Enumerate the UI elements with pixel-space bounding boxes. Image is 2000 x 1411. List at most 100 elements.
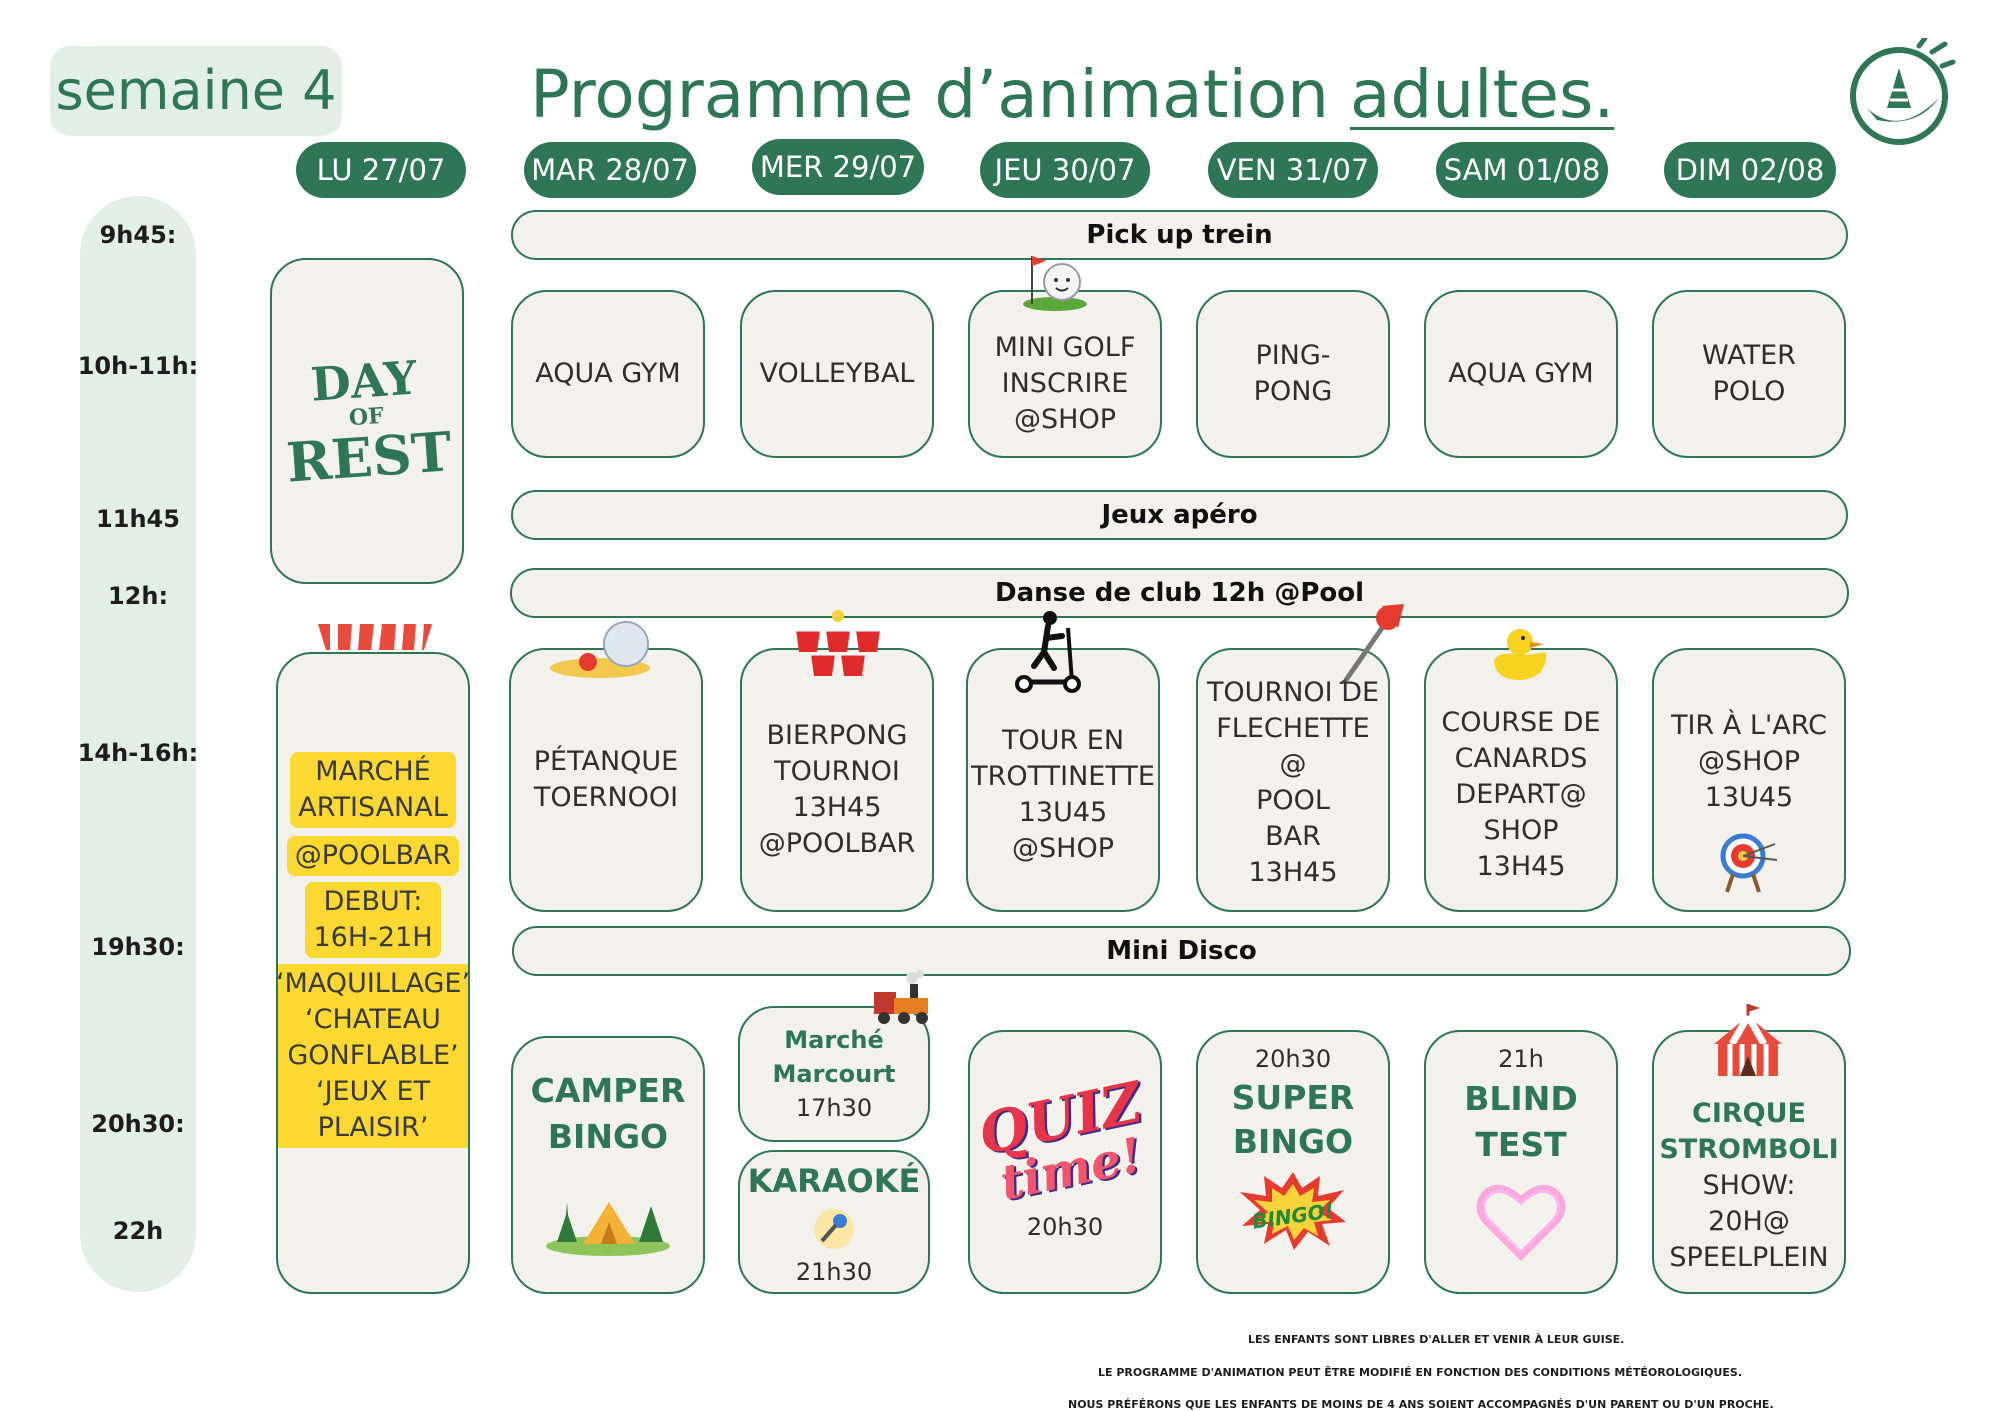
- card-line: 13H45: [1248, 857, 1338, 888]
- card-day-of-rest: DAY OF REST: [270, 258, 464, 584]
- card-line: POOL: [1256, 785, 1330, 816]
- market-line: DEBUT:: [323, 886, 423, 917]
- card-line: Marché: [784, 1026, 884, 1054]
- bar-danse: Danse de club 12h @Pool: [510, 568, 1849, 618]
- card-marche-marcourt: Marché Marcourt 17h30: [738, 1006, 930, 1142]
- card-line: 20H@: [1708, 1206, 1790, 1237]
- time-label: 11h45: [96, 505, 180, 533]
- card-line: SHOW:: [1702, 1170, 1796, 1201]
- day-monday: LU 27/07: [296, 142, 466, 198]
- card-line: TOURNOI: [774, 756, 900, 787]
- card-line: TOUR EN: [1001, 725, 1125, 756]
- card-blind-test: 21h BLIND TEST: [1424, 1030, 1618, 1294]
- day-wednesday: MER 29/07: [752, 139, 924, 195]
- card-volleybal: VOLLEYBAL: [740, 290, 934, 458]
- time-label: 9h45:: [99, 221, 177, 249]
- card-line: @POOLBAR: [758, 828, 916, 859]
- card-water-polo: WATER POLO: [1652, 290, 1846, 458]
- bar-label: Jeux apéro: [1101, 500, 1258, 530]
- card-line: KARAOKÉ: [747, 1162, 921, 1200]
- card-line: SHOP: [1483, 815, 1559, 846]
- time-label: 20h30:: [91, 1110, 185, 1138]
- card-line: CAMPER: [530, 1071, 686, 1110]
- card-line: SUPER: [1231, 1078, 1355, 1117]
- card-super-bingo: 20h30 SUPER BINGO BINGO!: [1196, 1030, 1390, 1294]
- footer-note: NOUS PRÉFÉRONS QUE LES ENFANTS DE MOINS …: [1068, 1398, 1774, 1411]
- card-line: BIERPONG: [766, 720, 908, 751]
- card-aqua-gym: AQUA GYM: [511, 290, 705, 458]
- archery-target-icon: [1719, 830, 1779, 894]
- day-sunday: DIM 02/08: [1664, 142, 1836, 198]
- bar-disco: Mini Disco: [512, 926, 1851, 976]
- card-line: SPEELPLEIN: [1669, 1242, 1829, 1273]
- scooter-icon: [1010, 610, 1086, 694]
- card-line: TROTTINETTE: [971, 761, 1155, 792]
- card-line: DEPART@: [1455, 779, 1587, 810]
- card-line: TOERNOOI: [533, 782, 679, 813]
- card-camper-bingo: CAMPER BINGO: [511, 1036, 705, 1294]
- card-line: 13U45: [1704, 782, 1794, 813]
- card-line: TEST: [1475, 1125, 1567, 1164]
- time-label: 19h30:: [91, 933, 185, 961]
- bar-pickup: Pick up trein: [511, 210, 1848, 260]
- card-line: PÉTANQUE: [533, 746, 679, 777]
- market-text: ‘MAQUILLAGE’ ‘CHATEAU GONFLABLE’ ‘JEUX E…: [278, 964, 468, 1148]
- bar-label: Mini Disco: [1106, 936, 1257, 966]
- market-line: MARCHÉ: [315, 756, 431, 787]
- card-line: @SHOP: [1014, 404, 1116, 435]
- card-line: 17h30: [795, 1094, 873, 1122]
- card-line: 21h30: [795, 1258, 873, 1286]
- card-bierpong: BIERPONG TOURNOI 13H45 @POOLBAR: [740, 648, 934, 912]
- red-cups-icon: [792, 608, 884, 682]
- market-text: MARCHÉ ARTISANAL: [290, 752, 456, 828]
- day-tuesday: MAR 28/07: [524, 142, 696, 198]
- card-mini-golf: MINI GOLF INSCRIRE @SHOP: [968, 290, 1162, 458]
- card-ping-pong: PING- PONG: [1196, 290, 1390, 458]
- card-line: AQUA GYM: [535, 358, 681, 389]
- circus-tent-icon: [1710, 1004, 1786, 1078]
- time-label: 10h-11h:: [77, 352, 199, 380]
- bar-label: Danse de club 12h @Pool: [994, 578, 1365, 608]
- card-line: @SHOP: [1698, 746, 1800, 777]
- rest-word-3: REST: [284, 419, 455, 495]
- camping-tent-icon: [543, 1172, 673, 1256]
- card-line: 20h30: [1254, 1045, 1332, 1073]
- market-line: GONFLABLE’: [287, 1040, 459, 1071]
- card-line: PONG: [1253, 376, 1333, 407]
- bingo-badge: BINGO!: [1238, 1170, 1348, 1250]
- card-cirque: CIRQUE STROMBOLI SHOW: 20H@ SPEELPLEIN: [1652, 1030, 1846, 1294]
- card-line: TIR À L'ARC: [1670, 710, 1828, 741]
- market-line: PLAISIR’: [317, 1112, 429, 1143]
- card-line: WATER: [1702, 340, 1796, 371]
- card-line: BAR: [1265, 821, 1321, 852]
- day-thursday: JEU 30/07: [980, 142, 1150, 198]
- time-label: 14h-16h:: [77, 739, 199, 767]
- time-label: 12h:: [107, 582, 169, 610]
- market-text: DEBUT: 16H-21H: [305, 882, 441, 958]
- neon-heart-icon: [1475, 1182, 1567, 1262]
- microphone-icon: [812, 1207, 856, 1251]
- dart-icon: [1338, 600, 1410, 684]
- petanque-ball-icon: [548, 618, 660, 680]
- title-underlined: adultes.: [1349, 56, 1615, 133]
- card-line: STROMBOLI: [1659, 1134, 1839, 1165]
- market-line: ARTISANAL: [298, 792, 448, 823]
- card-aqua-gym-sat: AQUA GYM: [1424, 290, 1618, 458]
- card-line: 20h30: [1026, 1213, 1104, 1241]
- card-line: 13H45: [792, 792, 882, 823]
- card-line: INSCRIRE: [1001, 368, 1129, 399]
- market-line: 16H-21H: [313, 922, 433, 953]
- quiz-badge: QUIZ time!: [973, 1069, 1157, 1212]
- card-line: MINI GOLF: [994, 332, 1136, 363]
- golf-ball-icon: [1018, 248, 1092, 312]
- card-line: TOURNOI DE: [1206, 677, 1380, 708]
- card-line: VOLLEYBAL: [759, 358, 915, 389]
- card-line: BINGO: [1232, 1122, 1354, 1161]
- card-tir-arc: TIR À L'ARC @SHOP 13U45: [1652, 648, 1846, 912]
- card-line: AQUA GYM: [1448, 358, 1594, 389]
- rubber-duck-icon: [1490, 626, 1552, 684]
- market-text: @POOLBAR: [286, 836, 460, 876]
- card-line: CANARDS: [1454, 743, 1588, 774]
- footer-note: LES ENFANTS SONT LIBRES D'ALLER ET VENIR…: [1248, 1333, 1625, 1346]
- footer-note: LE PROGRAMME D'ANIMATION PEUT ÊTRE MODIF…: [1098, 1366, 1742, 1379]
